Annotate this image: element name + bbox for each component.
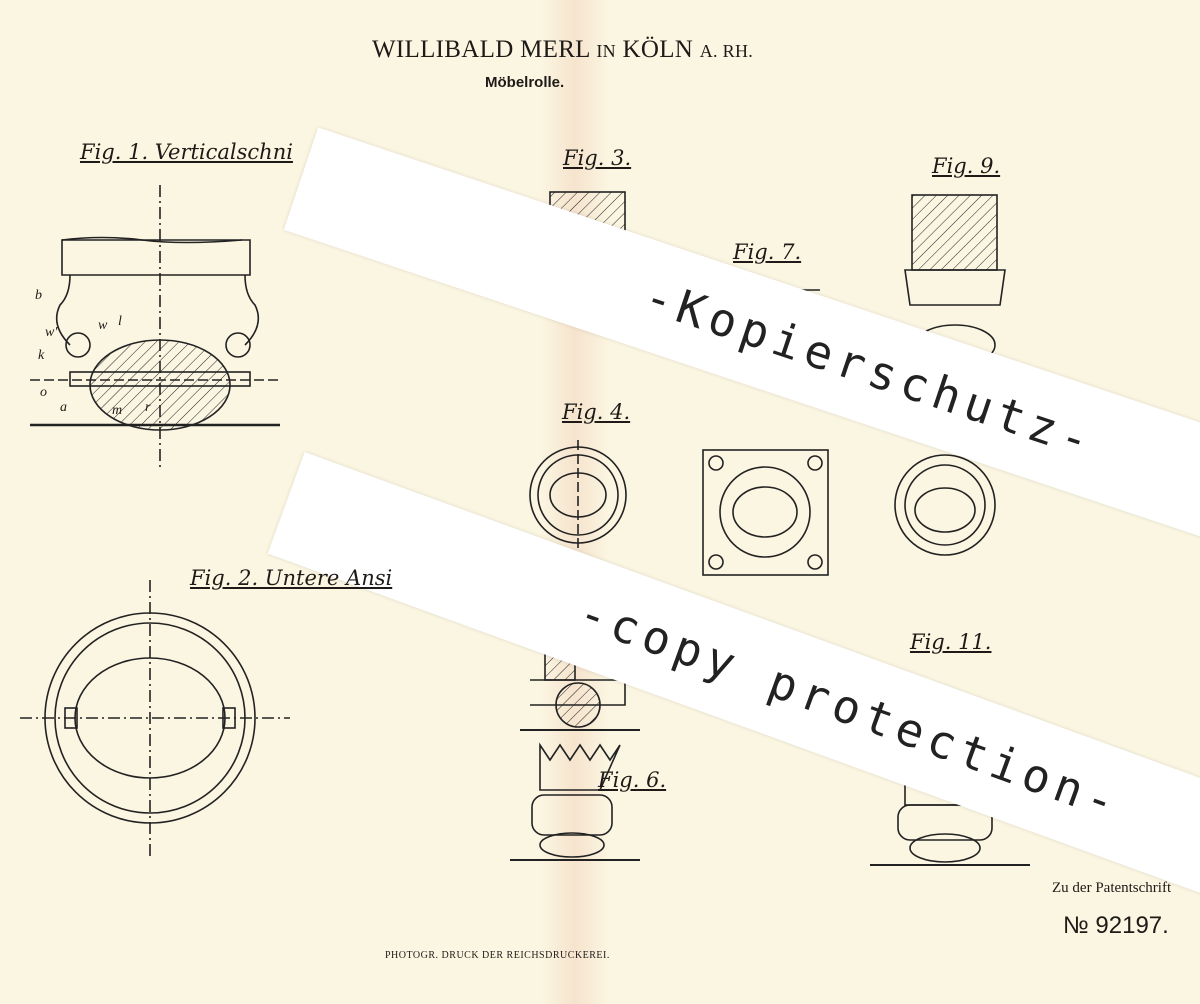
fig8-drawing <box>520 639 640 731</box>
fig6-label: Fig. 6. <box>598 768 667 792</box>
part-label-w: w <box>98 318 108 333</box>
fig7-label: Fig. 7. <box>733 240 802 264</box>
patent-subtitle: Möbelrolle. <box>485 74 565 91</box>
part-label-a: a <box>60 400 67 415</box>
title-in: IN <box>596 41 616 61</box>
patent-title: WILLIBALD MERL IN KÖLN A. RH. <box>372 36 753 64</box>
part-label-o: o <box>40 385 47 400</box>
fig6-drawing <box>510 742 640 861</box>
fig1-label: Fig. 1. Verticalschni <box>80 140 293 164</box>
fig9-drawing <box>880 194 1020 371</box>
city: KÖLN <box>622 36 694 63</box>
fig1-drawing <box>30 185 280 470</box>
fig10-drawing <box>894 454 996 556</box>
part-label-r: r <box>145 400 151 415</box>
part-label-b: b <box>35 288 42 303</box>
part-label-l: l <box>118 314 122 329</box>
fig11-label: Fig. 11. <box>910 630 992 654</box>
region: A. RH. <box>699 41 754 61</box>
printer-credit: PHOTOGR. DRUCK DER REICHSDRUCKEREI. <box>385 950 610 961</box>
fig4-label: Fig. 4. <box>562 400 631 424</box>
fig2-drawing <box>20 580 290 860</box>
inventor: WILLIBALD MERL <box>372 36 590 63</box>
fig3-label: Fig. 3. <box>563 146 632 170</box>
fig5-drawing <box>702 449 829 576</box>
patent-number: № 92197. <box>1063 912 1169 939</box>
part-label-m: m <box>112 403 123 418</box>
fig2-label: Fig. 2. Untere Ansi <box>190 566 393 590</box>
patent-reference: Zu der Patentschrift <box>1052 880 1172 896</box>
part-label-w-prime: w' <box>45 325 58 340</box>
fig9-label: Fig. 9. <box>932 154 1001 178</box>
part-label-k: k <box>38 348 45 363</box>
fig4-drawing <box>529 440 627 555</box>
